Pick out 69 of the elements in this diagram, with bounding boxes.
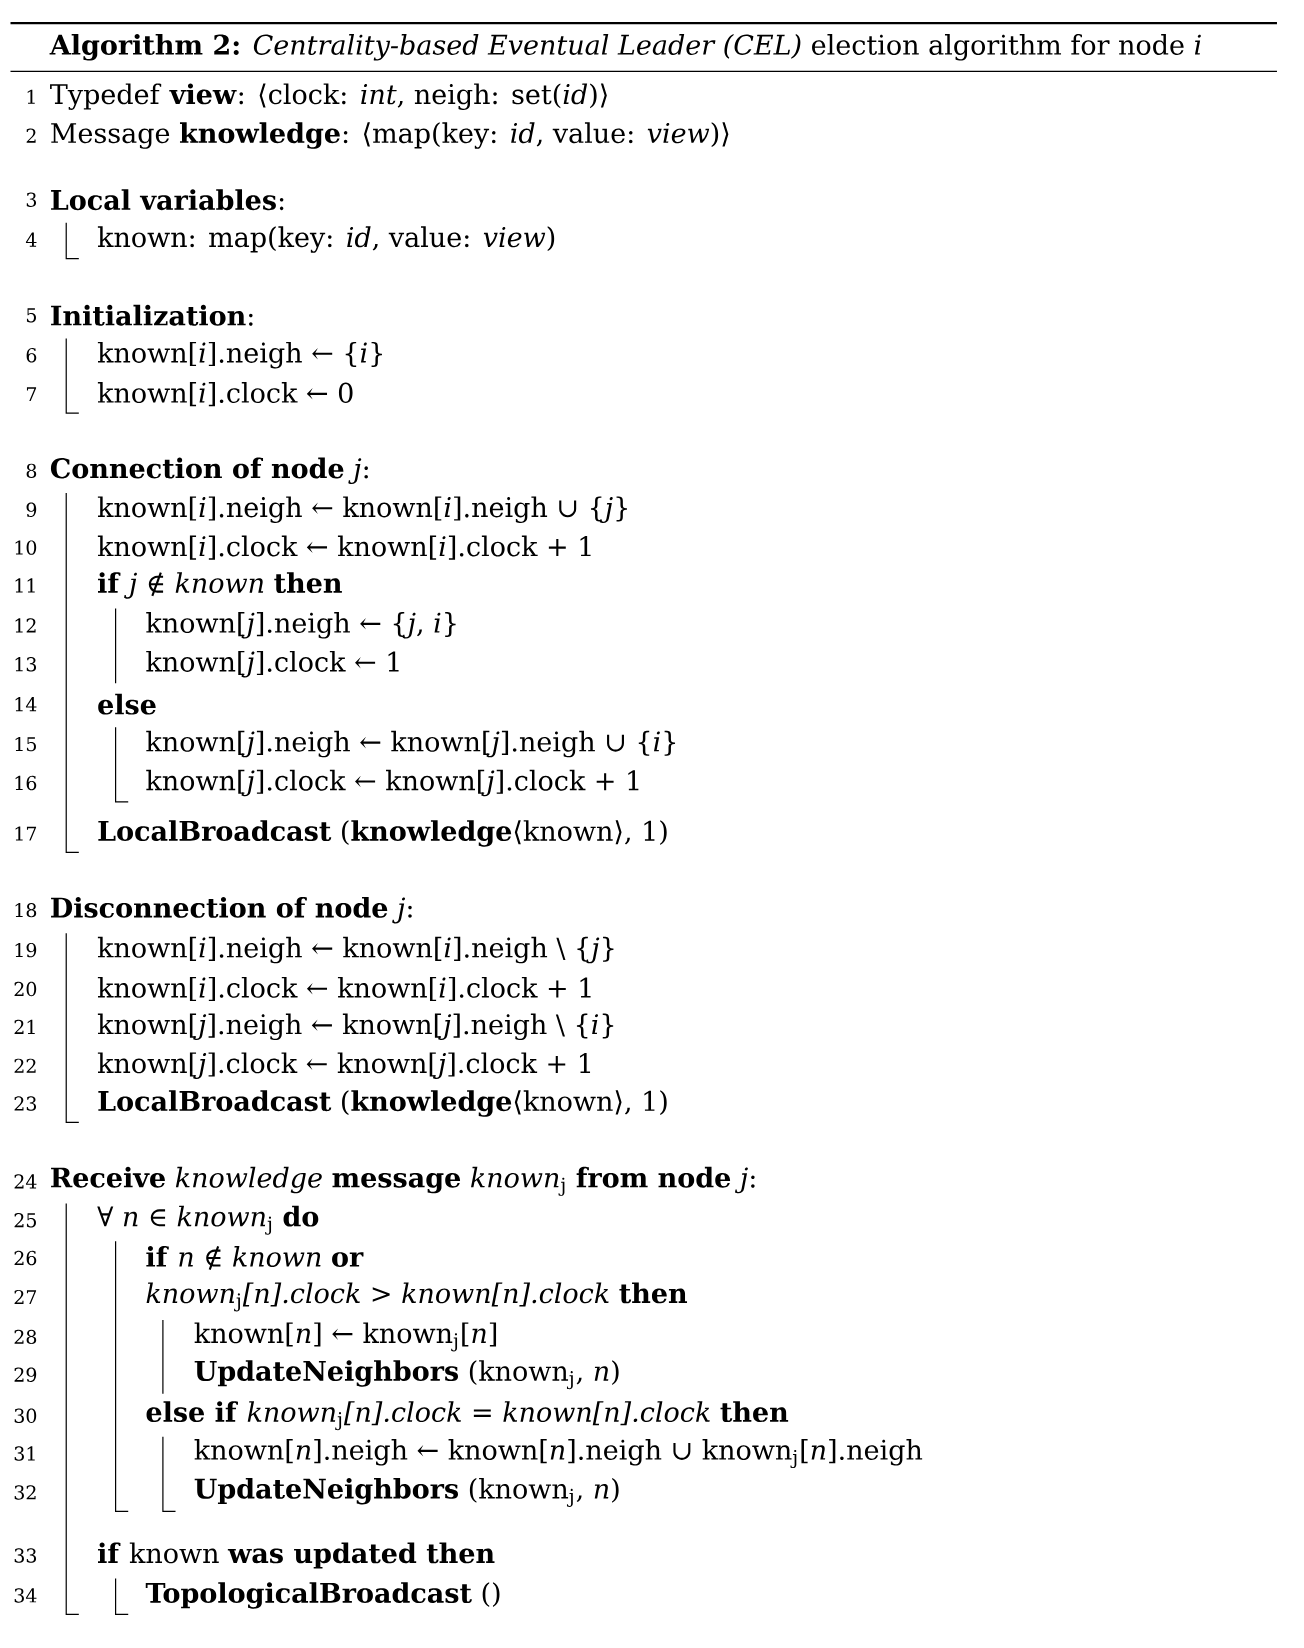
line-number: 32 xyxy=(14,1485,36,1500)
line-number: 15 xyxy=(15,736,36,752)
code-line: UpdateNeighbors (known$_{j}$, n) xyxy=(194,1360,619,1390)
code-line: known: map(key: id, value: view) xyxy=(97,226,555,253)
code-line: LocalBroadcast (knowledge⟨known⟩, 1) xyxy=(98,1090,667,1117)
line-number: 30 xyxy=(14,1408,37,1423)
code-line: ifj ∉ known then xyxy=(98,572,342,599)
line-number: 5 xyxy=(26,308,36,323)
line-number: 26 xyxy=(14,1250,37,1266)
code-line: known[n].neigh ← known[n].neigh ∪ known$_{j}$[n].neigh xyxy=(194,1439,923,1469)
code-line: known[i].neigh ← known[i].neigh ∪ {j} xyxy=(97,496,627,523)
code-line: known[j].neigh ← {j, i} xyxy=(146,612,456,639)
line-number: 22 xyxy=(14,1058,36,1073)
line-number: 33 xyxy=(14,1548,37,1563)
line-number: 34 xyxy=(14,1588,37,1603)
algorithm-title: Algorithm 2: Centrality-based Eventual Leader (CEL) election algorithm for node i xyxy=(49,34,1201,61)
line-number: 27 xyxy=(14,1289,37,1304)
line-number: 25 xyxy=(14,1213,36,1228)
line-number: 3 xyxy=(26,192,37,207)
code-line: Receive knowledge message known$_{j}$ from node j: xyxy=(51,1166,755,1196)
code-line: known[i].clock ← known[i].clock + 1 xyxy=(97,535,591,560)
line-number: 21 xyxy=(14,1019,35,1034)
line-number: 17 xyxy=(15,826,37,841)
code-line: known$_{j}$[n].clock > known[n].clock then xyxy=(146,1282,688,1312)
code-line: Message knowledge: ⟨map(key: id, value: view)⟩ xyxy=(51,122,729,149)
line-number: 20 xyxy=(14,981,37,997)
line-number: 8 xyxy=(26,463,37,479)
line-number: 19 xyxy=(15,942,37,958)
code-line: else xyxy=(98,693,156,715)
code-line: if n ∉ known or xyxy=(146,1246,364,1271)
code-line: known[i].clock ← known[i].clock + 1 xyxy=(97,976,591,1002)
line-number: 29 xyxy=(14,1367,37,1382)
line-number: 9 xyxy=(26,502,37,517)
code-line: known[n] ← known$_{j}$[n] xyxy=(194,1322,497,1352)
code-line: Local variables: xyxy=(51,189,284,211)
code-line: Typedef view: ⟨clock: int, neigh: set(id)⟩ xyxy=(50,83,607,110)
code-line: known[i].clock ← 0 xyxy=(97,382,353,407)
code-line: known[j].clock ← known[j].clock + 1 xyxy=(146,769,639,797)
code-line: known[i].neigh ← known[i].neigh \ {j} xyxy=(97,936,614,964)
line-number: 10 xyxy=(15,540,37,555)
line-number: 2 xyxy=(26,128,36,143)
line-number: 1 xyxy=(27,89,35,104)
code-line: else if known$_{j}$[n].clock = known[n].clock then xyxy=(146,1401,789,1431)
code-line: if known was updated then xyxy=(98,1542,495,1569)
line-number: 6 xyxy=(26,348,37,363)
code-line: Connection of node j: xyxy=(50,457,368,485)
line-number: 4 xyxy=(25,232,37,247)
line-number: 12 xyxy=(15,618,36,633)
line-number: 11 xyxy=(15,578,35,593)
line-number: 24 xyxy=(14,1174,37,1189)
code-line: TopologicalBroadcast () xyxy=(145,1582,500,1609)
line-number: 23 xyxy=(14,1096,37,1111)
line-number: 18 xyxy=(15,902,37,918)
line-number: 28 xyxy=(14,1329,37,1345)
code-line: known[j].neigh ← known[j].neigh ∪ {i} xyxy=(146,730,676,758)
code-line: known[j].clock ← known[j].clock + 1 xyxy=(97,1052,591,1079)
line-number: 13 xyxy=(15,657,37,672)
code-line: Disconnection of node j: xyxy=(51,896,412,924)
line-number: 7 xyxy=(26,387,37,402)
line-number: 14 xyxy=(15,697,37,712)
code-line: LocalBroadcast (knowledge⟨known⟩, 1) xyxy=(98,820,667,847)
code-line: ∀ n ∈ known$_{j}$ do xyxy=(97,1205,319,1235)
line-number: 31 xyxy=(14,1446,35,1461)
line-number: 16 xyxy=(15,775,37,791)
code-line: known[j].clock ← 1 xyxy=(146,651,399,678)
code-line: known[i].neigh ← {i} xyxy=(97,342,382,369)
code-line: known[j].neigh ← known[j].neigh \ {i} xyxy=(97,1013,614,1041)
code-line: UpdateNeighbors (known$_{j}$, n) xyxy=(194,1477,619,1507)
code-line: Initialization: xyxy=(51,304,253,326)
